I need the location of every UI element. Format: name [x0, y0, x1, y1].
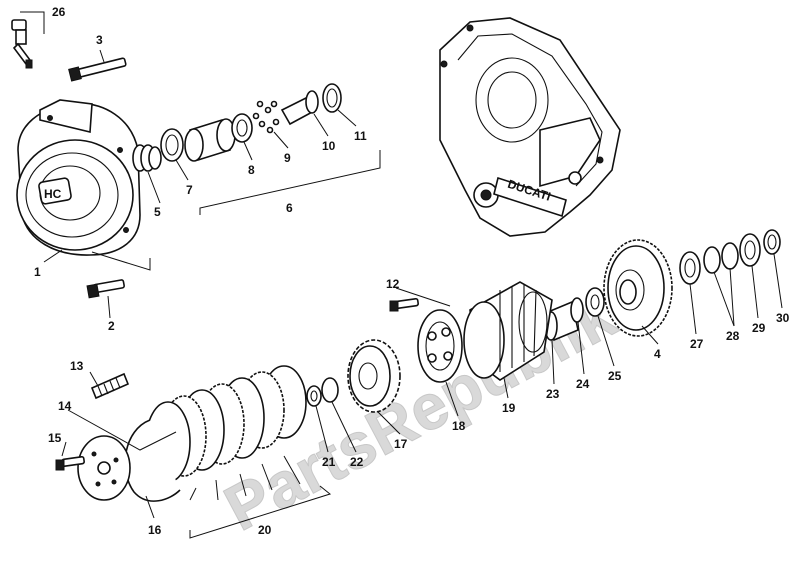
callout-9: 9 [284, 151, 291, 165]
callout-7: 7 [186, 183, 193, 197]
callout-6: 6 [286, 201, 293, 215]
part-6-slave-piston [184, 118, 236, 162]
callout-15: 15 [48, 431, 62, 445]
part-27-bearing [679, 251, 701, 285]
callout-17: 17 [394, 437, 408, 451]
part-8-bearing [231, 113, 253, 143]
part-24-washer [570, 297, 584, 323]
callout-14: 14 [58, 399, 72, 413]
part-19-clutch-basket [463, 281, 553, 381]
bracket-6 [199, 150, 381, 215]
part-25-bearing [585, 287, 605, 317]
cover-logo: HC [44, 187, 62, 201]
part-13-spring [90, 372, 130, 400]
callout-5: 5 [154, 205, 161, 219]
callout-21: 21 [322, 455, 336, 469]
part-30-ring [763, 229, 781, 255]
callout-30: 30 [776, 311, 790, 325]
callout-18: 18 [452, 419, 466, 433]
part-10-pushrod-piece [280, 90, 319, 126]
callout-4: 4 [654, 347, 661, 361]
callout-19: 19 [502, 401, 516, 415]
part-17-pressure-drum [347, 339, 401, 413]
part-5-spring [132, 144, 162, 172]
part-14-pressure-plate [77, 435, 131, 501]
part-26-bleed-nipple [11, 11, 45, 69]
callout-26: 26 [52, 5, 66, 19]
callout-23: 23 [546, 387, 560, 401]
part-12-bolt [389, 297, 419, 312]
callout-22: 22 [350, 455, 364, 469]
leader-lines [43, 49, 783, 519]
part-22-washer [321, 377, 339, 403]
callout-16: 16 [148, 523, 162, 537]
callout-13: 13 [70, 359, 84, 373]
callout-10: 10 [322, 139, 336, 153]
callout-27: 27 [690, 337, 704, 351]
callout-28: 28 [726, 329, 740, 343]
part-18-inner-hub [417, 309, 463, 383]
part-29-bearing [739, 233, 761, 267]
part-3-cover-bolt [68, 57, 127, 82]
callout-8: 8 [248, 163, 255, 177]
callout-25: 25 [608, 369, 622, 383]
callout-1: 1 [34, 265, 41, 279]
callout-11: 11 [354, 129, 367, 143]
part-1-clutch-cover: HC [16, 99, 141, 256]
part-28-washers [703, 242, 739, 274]
part-15-bolt [55, 455, 85, 471]
callout-20: 20 [258, 523, 272, 537]
callout-labels: 26 3 1 2 5 7 8 9 10 11 6 12 13 14 15 16 … [34, 5, 790, 537]
engine-case-housing: DUCATI [439, 17, 621, 237]
callout-3: 3 [96, 33, 103, 47]
part-4-primary-gear [603, 239, 673, 337]
part-16-circlip [124, 419, 181, 502]
callout-24: 24 [576, 377, 590, 391]
bracket-20 [189, 485, 332, 539]
part-21-nut [306, 385, 322, 407]
part-11-ring [322, 83, 342, 113]
part-7-seal-ring [160, 128, 184, 162]
part-9-ball-set [252, 100, 280, 134]
callout-29: 29 [752, 321, 766, 335]
callout-12: 12 [386, 277, 400, 291]
callout-2: 2 [108, 319, 115, 333]
part-2-cover-bolt [86, 279, 125, 299]
